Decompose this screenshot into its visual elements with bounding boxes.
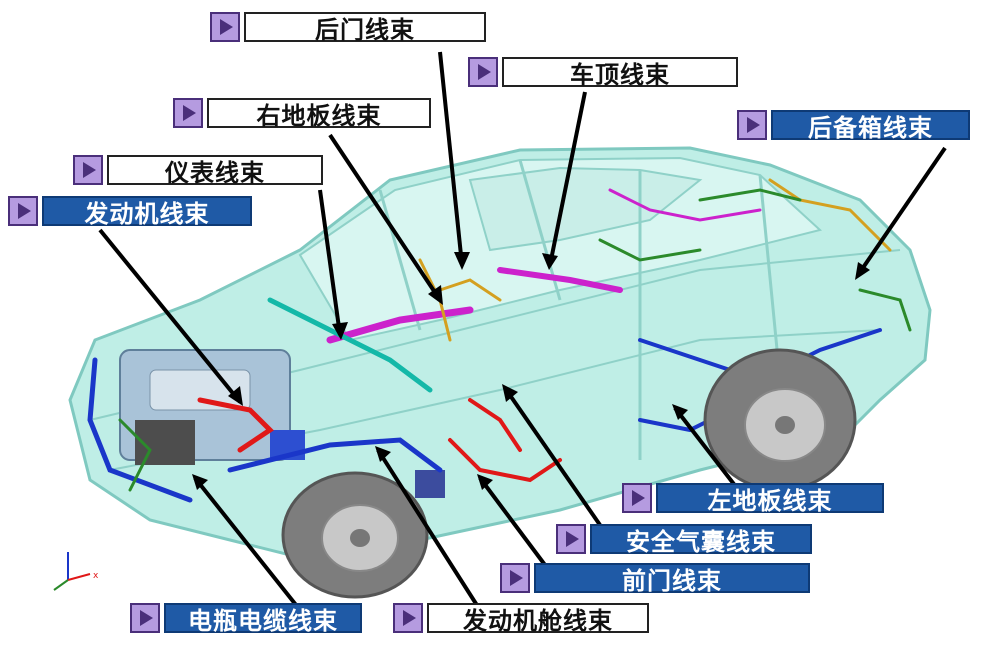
callout-battery-cable-label: 电瓶电缆线束	[164, 603, 362, 635]
engine-block	[119, 349, 445, 498]
leader-lines	[98, 51, 947, 612]
leader-arrowheads	[192, 252, 870, 490]
callout-marker-icon	[173, 98, 203, 128]
callout-front-door: 前门线束	[500, 563, 810, 595]
callout-instrument-label: 仪表线束	[107, 155, 323, 187]
callout-marker-icon	[737, 110, 767, 140]
axis-x-label: x	[93, 571, 99, 581]
callout-left-floor: 左地板线束	[622, 483, 884, 515]
callout-engine-bay-label: 发动机舱线束	[427, 603, 649, 635]
callout-instrument: 仪表线束	[73, 155, 323, 187]
callout-roof: 车顶线束	[468, 57, 738, 89]
callout-engine-bay: 发动机舱线束	[393, 603, 649, 635]
callout-airbag: 安全气囊线束	[556, 524, 812, 556]
callout-marker-icon	[393, 603, 423, 633]
callout-front-door-label: 前门线束	[534, 563, 810, 595]
callout-right-floor-label: 右地板线束	[207, 98, 431, 130]
callout-marker-icon	[500, 563, 530, 593]
callout-marker-icon	[556, 524, 586, 554]
callout-marker-icon	[130, 603, 160, 633]
callout-roof-label: 车顶线束	[502, 57, 738, 89]
callout-trunk: 后备箱线束	[737, 110, 970, 142]
callout-rear-door: 后门线束	[210, 12, 486, 44]
callout-marker-icon	[8, 196, 38, 226]
axis-triad: x	[53, 552, 99, 591]
callout-marker-icon	[622, 483, 652, 513]
callout-rear-door-label: 后门线束	[244, 12, 486, 44]
callout-engine-label: 发动机线束	[42, 196, 252, 228]
callout-engine: 发动机线束	[8, 196, 252, 228]
callout-battery-cable: 电瓶电缆线束	[130, 603, 362, 635]
callout-left-floor-label: 左地板线束	[656, 483, 884, 515]
callout-marker-icon	[210, 12, 240, 42]
rear-wheel	[703, 348, 857, 492]
callout-right-floor: 右地板线束	[173, 98, 431, 130]
callout-marker-icon	[468, 57, 498, 87]
front-wheel	[281, 471, 429, 599]
callout-marker-icon	[73, 155, 103, 185]
callout-airbag-label: 安全气囊线束	[590, 524, 812, 556]
callout-trunk-label: 后备箱线束	[771, 110, 970, 142]
